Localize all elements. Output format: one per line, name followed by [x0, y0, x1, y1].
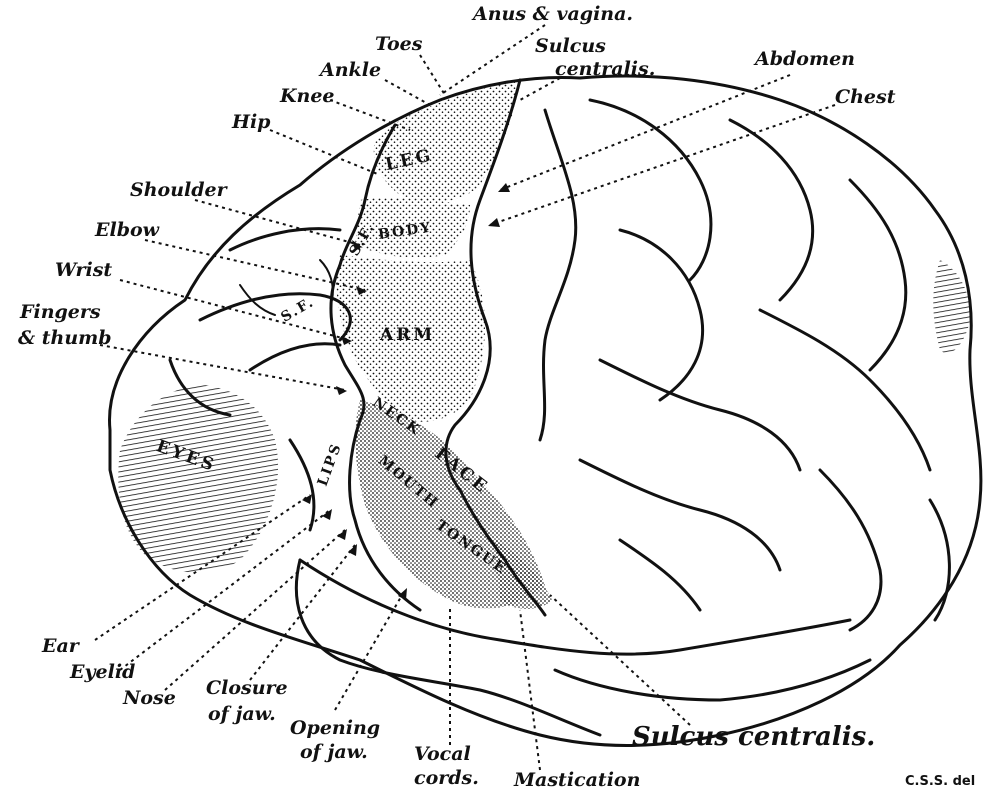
frontal-gyrus-3	[228, 227, 342, 252]
label-vocal-2: cords.	[414, 767, 479, 789]
gyrus-3	[618, 228, 705, 402]
label-opening-2: of jaw.	[300, 741, 368, 763]
body-area-shading	[355, 197, 470, 258]
label-wrist: Wrist	[55, 259, 112, 281]
arm-area-shading	[336, 255, 485, 422]
leader-wrist	[119, 279, 351, 341]
gyrus-9	[818, 468, 883, 632]
gyrus-4	[728, 118, 815, 302]
label-opening-1: Opening	[290, 717, 380, 739]
label-mastication: Mastication	[513, 769, 640, 791]
region-arm: ARM	[379, 325, 435, 345]
leader-sulcus-top	[519, 77, 561, 101]
frontal-gyrus-6	[239, 284, 276, 316]
leader-fingers	[99, 344, 346, 391]
label-thumb: & thumb	[18, 327, 112, 349]
label-shoulder: Shoulder	[130, 179, 229, 201]
label-credit: C.S.S. del	[905, 774, 975, 789]
label-knee: Knee	[279, 85, 335, 107]
temporal-lobe-outline	[294, 558, 602, 737]
sylvian-fissure	[298, 558, 852, 656]
leader-nose	[164, 529, 346, 691]
leader-ankle	[384, 79, 431, 106]
leader-eyelid	[119, 509, 331, 671]
leader-mastication	[519, 609, 541, 771]
eyes-area-shading	[118, 385, 279, 573]
gyrus-7	[598, 358, 802, 472]
leader-hip	[269, 129, 381, 176]
leader-shoulder	[194, 199, 361, 246]
leader-anus-vagina	[439, 24, 546, 96]
precentral-sulcus-upper	[338, 123, 397, 267]
gyrus-6	[848, 178, 908, 372]
leader-elbow	[144, 239, 366, 291]
gyrus-11	[553, 658, 872, 702]
leader-opening	[334, 589, 406, 711]
label-nose: Nose	[122, 687, 176, 709]
label-sulcus-top-1: Sulcus	[535, 35, 606, 57]
gyrus-8	[578, 458, 782, 572]
occipital-pole-shading	[933, 260, 971, 354]
label-ear: Ear	[41, 635, 81, 657]
leader-knee	[329, 99, 411, 131]
frontal-gyrus-2	[248, 342, 342, 372]
frontal-gyrus-5	[168, 358, 232, 417]
label-fingers: Fingers	[19, 301, 101, 323]
label-toes: Toes	[375, 33, 423, 55]
label-sulcus-top-2: centralis.	[555, 58, 655, 80]
gyrus-10	[618, 538, 702, 612]
label-vocal-1: Vocal	[414, 743, 471, 765]
gyrus-1	[538, 108, 578, 442]
label-closure-1: Closure	[206, 677, 288, 699]
leader-abdomen	[499, 74, 791, 191]
central-sulcus	[444, 78, 547, 617]
region-lips: LIPS	[315, 441, 345, 489]
frontal-gyrus-1	[198, 292, 352, 342]
leader-ear	[94, 494, 311, 641]
label-hip: Hip	[231, 111, 271, 133]
frontal-gyrus-7	[319, 259, 334, 301]
label-chest: Chest	[835, 86, 896, 108]
leader-toes	[419, 54, 446, 96]
gyrus-5	[758, 308, 932, 472]
label-eyelid: Eyelid	[69, 661, 135, 683]
label-anus-vagina: Anus & vagina.	[471, 3, 633, 25]
leader-chest	[489, 104, 836, 226]
region-sf-lower: S.F.	[278, 294, 317, 326]
precentral-sulcus-lower	[329, 263, 422, 612]
leg-area-shading	[373, 82, 516, 202]
leader-sulcus-bottom	[549, 594, 691, 726]
label-ankle: Ankle	[318, 59, 381, 81]
label-closure-2: of jaw.	[208, 703, 276, 725]
mastication-area-shading	[495, 540, 552, 609]
region-body: BODY	[377, 220, 433, 243]
label-elbow: Elbow	[94, 219, 160, 241]
frontal-gyrus-4	[288, 438, 316, 532]
gyrus-2	[588, 98, 713, 282]
arrowheads	[302, 183, 510, 600]
brain-outline	[108, 74, 983, 747]
label-abdomen: Abdomen	[753, 48, 855, 70]
label-sulcus-bottom: Sulcus centralis.	[632, 722, 875, 752]
leader-closure	[249, 544, 356, 681]
gyrus-12	[928, 498, 951, 622]
